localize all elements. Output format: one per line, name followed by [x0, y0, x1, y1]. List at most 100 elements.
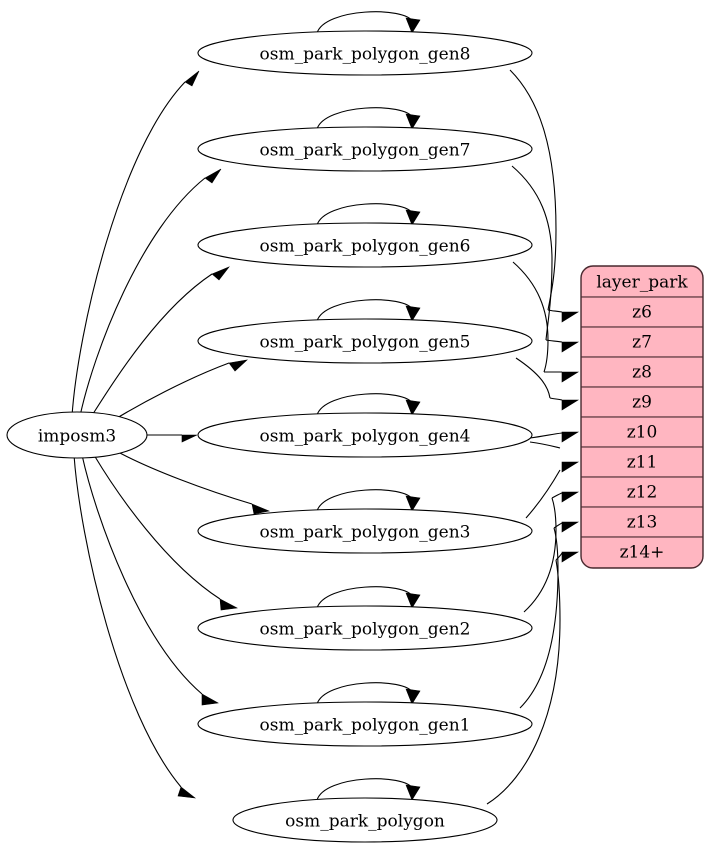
node-gen4-shape[interactable]: [197, 412, 533, 458]
arrow-gen1-to-z13: [561, 521, 580, 533]
edge-gen3-to-z11: [525, 469, 561, 519]
node-imposm3-label: imposm3: [38, 427, 116, 447]
edge-base-to-z14-tail: [555, 552, 563, 561]
arrow-imposm3-to-gen6: [211, 266, 230, 281]
node-imposm3-shape[interactable]: [6, 411, 148, 459]
node-gen7-label: osm_park_polygon_gen7: [260, 141, 471, 161]
node-gen5-label: osm_park_polygon_gen5: [260, 333, 471, 353]
node-gen1-label: osm_park_polygon_gen1: [260, 716, 471, 736]
edge-gen1-to-z13: [519, 527, 559, 709]
arrow-self-loop-gen5: [405, 305, 421, 322]
table-row-z11[interactable]: z11: [581, 446, 703, 478]
table-row-z14plus[interactable]: z14+: [581, 536, 703, 568]
node-base[interactable]: osm_park_polygon: [232, 797, 498, 843]
edges-source-to-nodes: [71, 70, 271, 799]
node-gen5[interactable]: osm_park_polygon_gen5: [197, 318, 533, 364]
self-loop-gen6: [316, 203, 414, 226]
table-row-z8[interactable]: z8: [581, 356, 703, 388]
table-row-z10[interactable]: z10: [581, 416, 703, 448]
edge-gen4-to-z10-tail: [529, 432, 563, 439]
table-row-z13[interactable]: z13: [581, 506, 703, 538]
node-gen8[interactable]: osm_park_polygon_gen8: [197, 30, 533, 76]
edge-gen8-to-z6-tail: [547, 309, 563, 313]
node-gen3[interactable]: osm_park_polygon_gen3: [197, 508, 533, 554]
arrow-gen6-to-z8: [561, 371, 580, 383]
table-row-z10-label: z10: [627, 423, 658, 443]
table-row-z11-rect: [581, 446, 703, 478]
table-row-z6-label: z6: [632, 303, 652, 323]
edge-gen5-to-z9-tail: [549, 397, 563, 401]
arrow-base-to-z14: [561, 551, 580, 563]
node-imposm3[interactable]: imposm3: [6, 411, 148, 459]
self-loop-gen1: [316, 682, 414, 705]
self-loop-gen5: [316, 299, 414, 322]
table-row-z14plus-rect: [581, 536, 703, 568]
self-loop-gen3: [316, 489, 414, 512]
node-gen3-label: osm_park_polygon_gen3: [260, 523, 471, 543]
node-gen3-shape[interactable]: [197, 508, 533, 554]
edge-imposm3-to-gen3: [117, 451, 253, 505]
arrow-self-loop-gen2: [405, 592, 421, 609]
edge-imposm3-to-gen2: [93, 454, 221, 600]
node-gen2-shape[interactable]: [197, 605, 533, 651]
node-gen1-shape[interactable]: [197, 701, 533, 747]
table-header-cell[interactable]: layer_park: [581, 266, 703, 298]
table-row-z13-label: z13: [627, 513, 658, 533]
table-row-z7-rect: [581, 326, 703, 358]
edge-gen8-to-z6: [509, 69, 557, 311]
node-gen7-shape[interactable]: [197, 126, 533, 172]
edge-gen1-to-z13-tail: [553, 522, 563, 529]
edge-gen6-to-z8: [512, 261, 549, 373]
edge-gen7-to-z7-tail: [545, 339, 563, 343]
node-base-shape[interactable]: [232, 797, 498, 843]
edge-imposm3-to-gen7: [79, 177, 206, 417]
arrow-gen3-to-z11: [561, 461, 580, 473]
edge-imposm3-to-gen6: [90, 273, 213, 418]
edge-gen4-to-z10: [529, 441, 561, 449]
table-row-z8-rect: [581, 356, 703, 388]
node-gen6-shape[interactable]: [197, 222, 533, 268]
arrow-self-loop-base: [405, 784, 421, 801]
edge-imposm3-to-gen1: [81, 454, 203, 695]
node-base-label: osm_park_polygon: [285, 812, 445, 832]
self-loop-base: [316, 778, 414, 801]
table-row-z9[interactable]: z9: [581, 386, 703, 418]
table-row-z12[interactable]: z12: [581, 476, 703, 508]
node-gen7[interactable]: osm_park_polygon_gen7: [197, 126, 533, 172]
arrow-self-loop-gen8: [405, 17, 421, 34]
node-gen8-shape[interactable]: [197, 30, 533, 76]
table-row-z14plus-label: z14+: [620, 543, 665, 563]
node-gen4[interactable]: osm_park_polygon_gen4: [197, 412, 533, 458]
arrow-gen8-to-z6: [561, 311, 580, 323]
self-loop-gen2: [316, 586, 414, 609]
node-gen5-shape[interactable]: [197, 318, 533, 364]
self-loop-gen7: [316, 107, 414, 130]
node-gen4-label: osm_park_polygon_gen4: [260, 427, 471, 447]
table-row-z6[interactable]: z6: [581, 296, 703, 328]
self-loops: [316, 11, 421, 801]
node-gen1[interactable]: osm_park_polygon_gen1: [197, 701, 533, 747]
arrow-self-loop-gen6: [405, 209, 421, 226]
arrow-imposm3-to-gen2: [219, 598, 238, 611]
arrow-gen4-to-z10: [561, 431, 580, 443]
arrow-gen5-to-z9: [561, 399, 580, 411]
arrow-imposm3-to-base: [177, 786, 197, 799]
node-gen8-label: osm_park_polygon_gen8: [260, 45, 471, 65]
self-loop-gen8: [316, 11, 414, 34]
layer-park-table[interactable]: layer_park z6 z7 z8: [580, 265, 704, 569]
edge-imposm3-to-gen8: [71, 81, 186, 417]
table-outer-border: [580, 265, 704, 569]
table-row-z7[interactable]: z7: [581, 326, 703, 358]
node-gen6-label: osm_park_polygon_gen6: [260, 237, 471, 257]
arrow-imposm3-to-gen4: [181, 434, 198, 443]
arrow-self-loop-gen4: [405, 399, 421, 416]
arrow-imposm3-to-gen5: [228, 359, 248, 372]
edge-gen2-to-z12-tail: [551, 492, 563, 499]
edge-gen5-to-z9: [515, 357, 551, 399]
arrow-imposm3-to-gen7: [204, 168, 222, 184]
node-gen2[interactable]: osm_park_polygon_gen2: [197, 605, 533, 651]
arrow-imposm3-to-gen1: [201, 693, 219, 706]
node-gen6[interactable]: osm_park_polygon_gen6: [197, 222, 533, 268]
arrow-self-loop-gen1: [405, 688, 421, 705]
